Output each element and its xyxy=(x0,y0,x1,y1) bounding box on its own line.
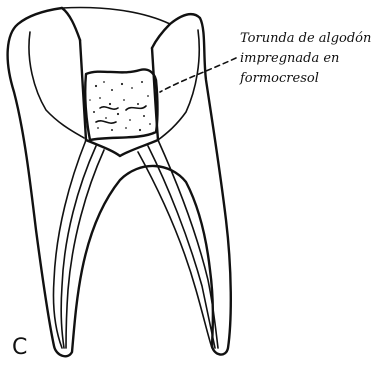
left-canal-outer xyxy=(53,140,86,348)
crown-top-rim xyxy=(62,8,170,24)
annotation-line-3: formocresol xyxy=(239,71,319,86)
cotton-strand-3 xyxy=(96,121,116,123)
annotation-line-2: impregnada en xyxy=(240,51,339,66)
enamel-line-right xyxy=(158,30,199,140)
annotation-line-1: Torunda de algodón xyxy=(240,31,371,46)
crown-left-edge xyxy=(62,8,80,40)
panel-label: C xyxy=(12,335,27,360)
pulp-chamber-floor xyxy=(86,140,158,156)
enamel-line-left xyxy=(29,32,84,138)
cotton-strand-1 xyxy=(100,107,118,109)
cotton-texture xyxy=(89,81,151,131)
cotton-strand-2 xyxy=(126,106,146,110)
cotton-pellet xyxy=(85,69,157,140)
crown-right-edge xyxy=(152,24,170,48)
tooth-outline xyxy=(8,8,231,356)
